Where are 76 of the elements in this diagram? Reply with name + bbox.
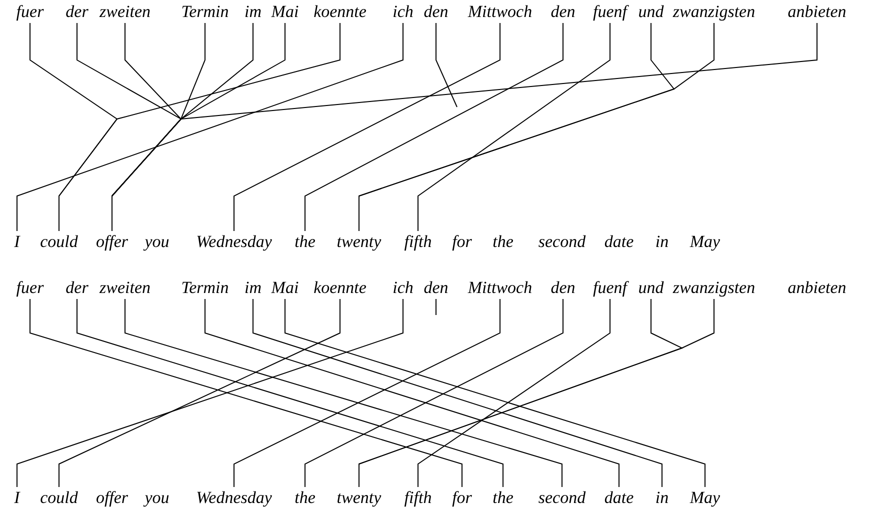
alignment-line: [252, 298, 662, 488]
word: zwanzigsten: [672, 2, 756, 22]
word: koennte: [314, 278, 366, 298]
word: I: [14, 488, 20, 508]
word: second: [538, 488, 586, 508]
word: I: [14, 232, 20, 252]
alignment-line: [30, 298, 462, 488]
word: the: [492, 488, 514, 508]
word: in: [655, 488, 669, 508]
word: zwanzigsten: [672, 278, 756, 298]
word: May: [690, 232, 720, 252]
word: offer: [96, 488, 128, 508]
word: fifth: [404, 488, 432, 508]
word: Mai: [271, 278, 299, 298]
word: fuer: [16, 278, 44, 298]
word: you: [144, 232, 170, 252]
word: date: [604, 232, 634, 252]
alignment-line: [284, 298, 706, 488]
word: anbieten: [788, 2, 846, 22]
word: fuenf: [593, 278, 627, 298]
alignment-line: [76, 298, 504, 488]
word: Mittwoch: [468, 278, 532, 298]
word: Termin: [181, 2, 229, 22]
word: May: [690, 488, 720, 508]
word: for: [452, 488, 472, 508]
word: offer: [96, 232, 128, 252]
word: im: [244, 2, 262, 22]
alignment-line: [418, 22, 610, 232]
word: zweiten: [100, 2, 150, 22]
word: Mai: [271, 2, 299, 22]
word: you: [144, 488, 170, 508]
alignment-line: [436, 22, 458, 108]
word: ich: [392, 2, 414, 22]
word: fifth: [404, 232, 432, 252]
word: date: [604, 488, 634, 508]
alignment-line: [204, 298, 620, 488]
word: fuer: [16, 2, 44, 22]
word: der: [66, 278, 88, 298]
word: und: [638, 2, 664, 22]
word: anbieten: [788, 278, 846, 298]
word: second: [538, 232, 586, 252]
alignment-line: [16, 22, 404, 232]
alignment-line: [234, 298, 500, 488]
word: Mittwoch: [468, 2, 532, 22]
word: ich: [392, 278, 414, 298]
word: den: [424, 2, 448, 22]
word: koennte: [314, 2, 366, 22]
alignment-line: [304, 22, 564, 232]
word: den: [550, 278, 576, 298]
word: der: [66, 2, 88, 22]
alignment-line: [234, 22, 500, 232]
alignment-line: [304, 298, 564, 488]
word: for: [452, 232, 472, 252]
alignment-line: [58, 22, 340, 232]
word: zweiten: [100, 278, 150, 298]
word: den: [550, 2, 576, 22]
word: twenty: [336, 232, 382, 252]
word: Termin: [181, 278, 229, 298]
word: den: [424, 278, 448, 298]
word: twenty: [336, 488, 382, 508]
word: in: [655, 232, 669, 252]
alignment-line: [124, 298, 562, 488]
word: Wednesday: [196, 488, 272, 508]
word: und: [638, 278, 664, 298]
word: the: [492, 232, 514, 252]
word: the: [294, 232, 316, 252]
alignment-line: [58, 298, 340, 488]
alignment-line: [16, 298, 404, 488]
word: Wednesday: [196, 232, 272, 252]
word: fuenf: [593, 2, 627, 22]
word: the: [294, 488, 316, 508]
word: im: [244, 278, 262, 298]
alignment-line: [418, 298, 610, 488]
word: could: [40, 488, 78, 508]
word: could: [40, 232, 78, 252]
alignment-line: [112, 22, 818, 232]
